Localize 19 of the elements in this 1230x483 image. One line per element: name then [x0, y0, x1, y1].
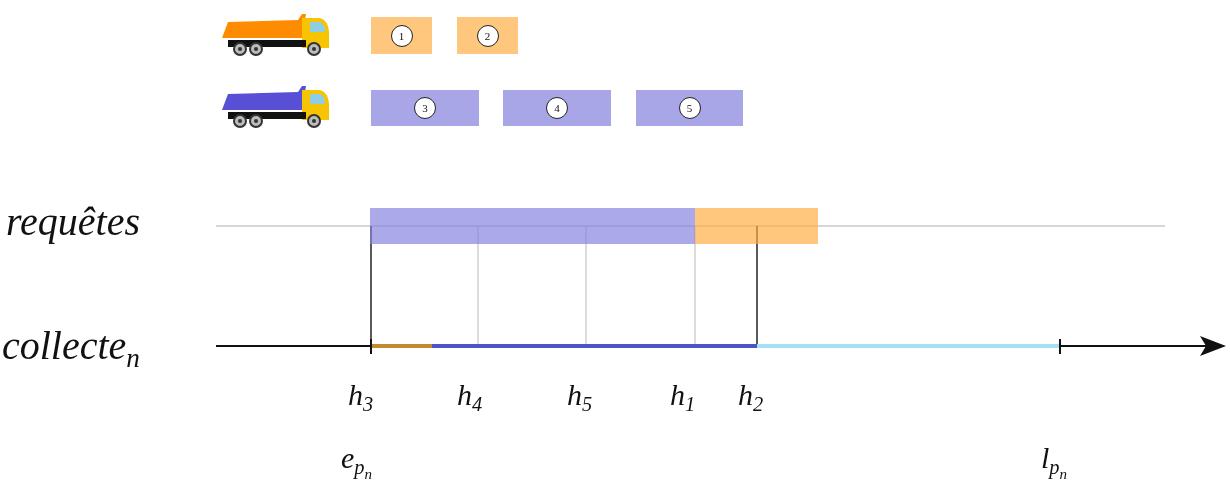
time-label: h$_{3}$: [348, 380, 374, 415]
time-label: h$_{1}$: [670, 380, 696, 415]
time-label: h$_{5}$: [567, 380, 593, 415]
request-box: [371, 90, 479, 126]
request-number: 4: [546, 97, 568, 119]
request-box: [457, 17, 518, 54]
request-band: [695, 208, 818, 244]
request-number: 2: [476, 24, 499, 47]
request-box: [503, 90, 611, 126]
request-box: [636, 90, 743, 126]
time-label: h$_{4}$: [457, 380, 483, 415]
request-number: 3: [414, 97, 436, 119]
row-label: requêtes: [6, 202, 141, 242]
request-number: 1: [390, 24, 413, 47]
time-label: h$_{2}$: [738, 380, 764, 415]
row-label: collecte$_{n}$: [2, 326, 140, 373]
request-number: 5: [678, 97, 701, 119]
request-band: [370, 208, 695, 244]
request-box: [371, 17, 432, 54]
